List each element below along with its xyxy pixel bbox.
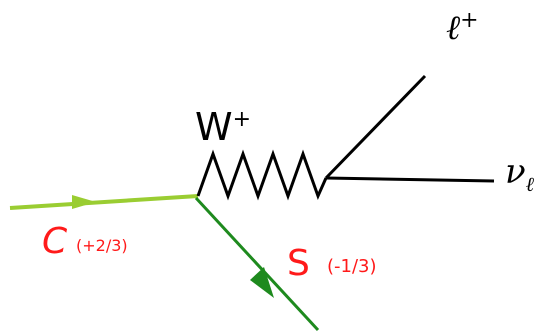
- w-boson-charge: +: [232, 107, 252, 132]
- w-boson-symbol: W: [195, 105, 233, 149]
- s-quark-arrow: [250, 267, 274, 298]
- neutrino-symbol: ν: [505, 152, 526, 192]
- lepton-label: ℓ+: [446, 8, 479, 48]
- lepton-charge: +: [460, 8, 479, 33]
- s-quark-label: S: [287, 243, 310, 284]
- lepton-symbol: ℓ: [446, 8, 461, 48]
- neutrino-line: [325, 176, 495, 183]
- c-quark-charge: (+2/3): [76, 236, 128, 255]
- s-quark-line: [194, 196, 320, 332]
- neutrino-flavor: ℓ: [525, 171, 535, 196]
- lepton-line: [324, 74, 427, 180]
- s-quark-charge: (-1/3): [327, 256, 377, 277]
- w-boson-label: W+: [195, 108, 251, 146]
- c-quark-label: C: [42, 221, 68, 262]
- c-quark-arrow: [72, 195, 96, 209]
- neutrino-label: νℓ: [505, 155, 534, 194]
- c-quark-line: [9, 194, 199, 210]
- w-boson-propagator: [196, 149, 328, 201]
